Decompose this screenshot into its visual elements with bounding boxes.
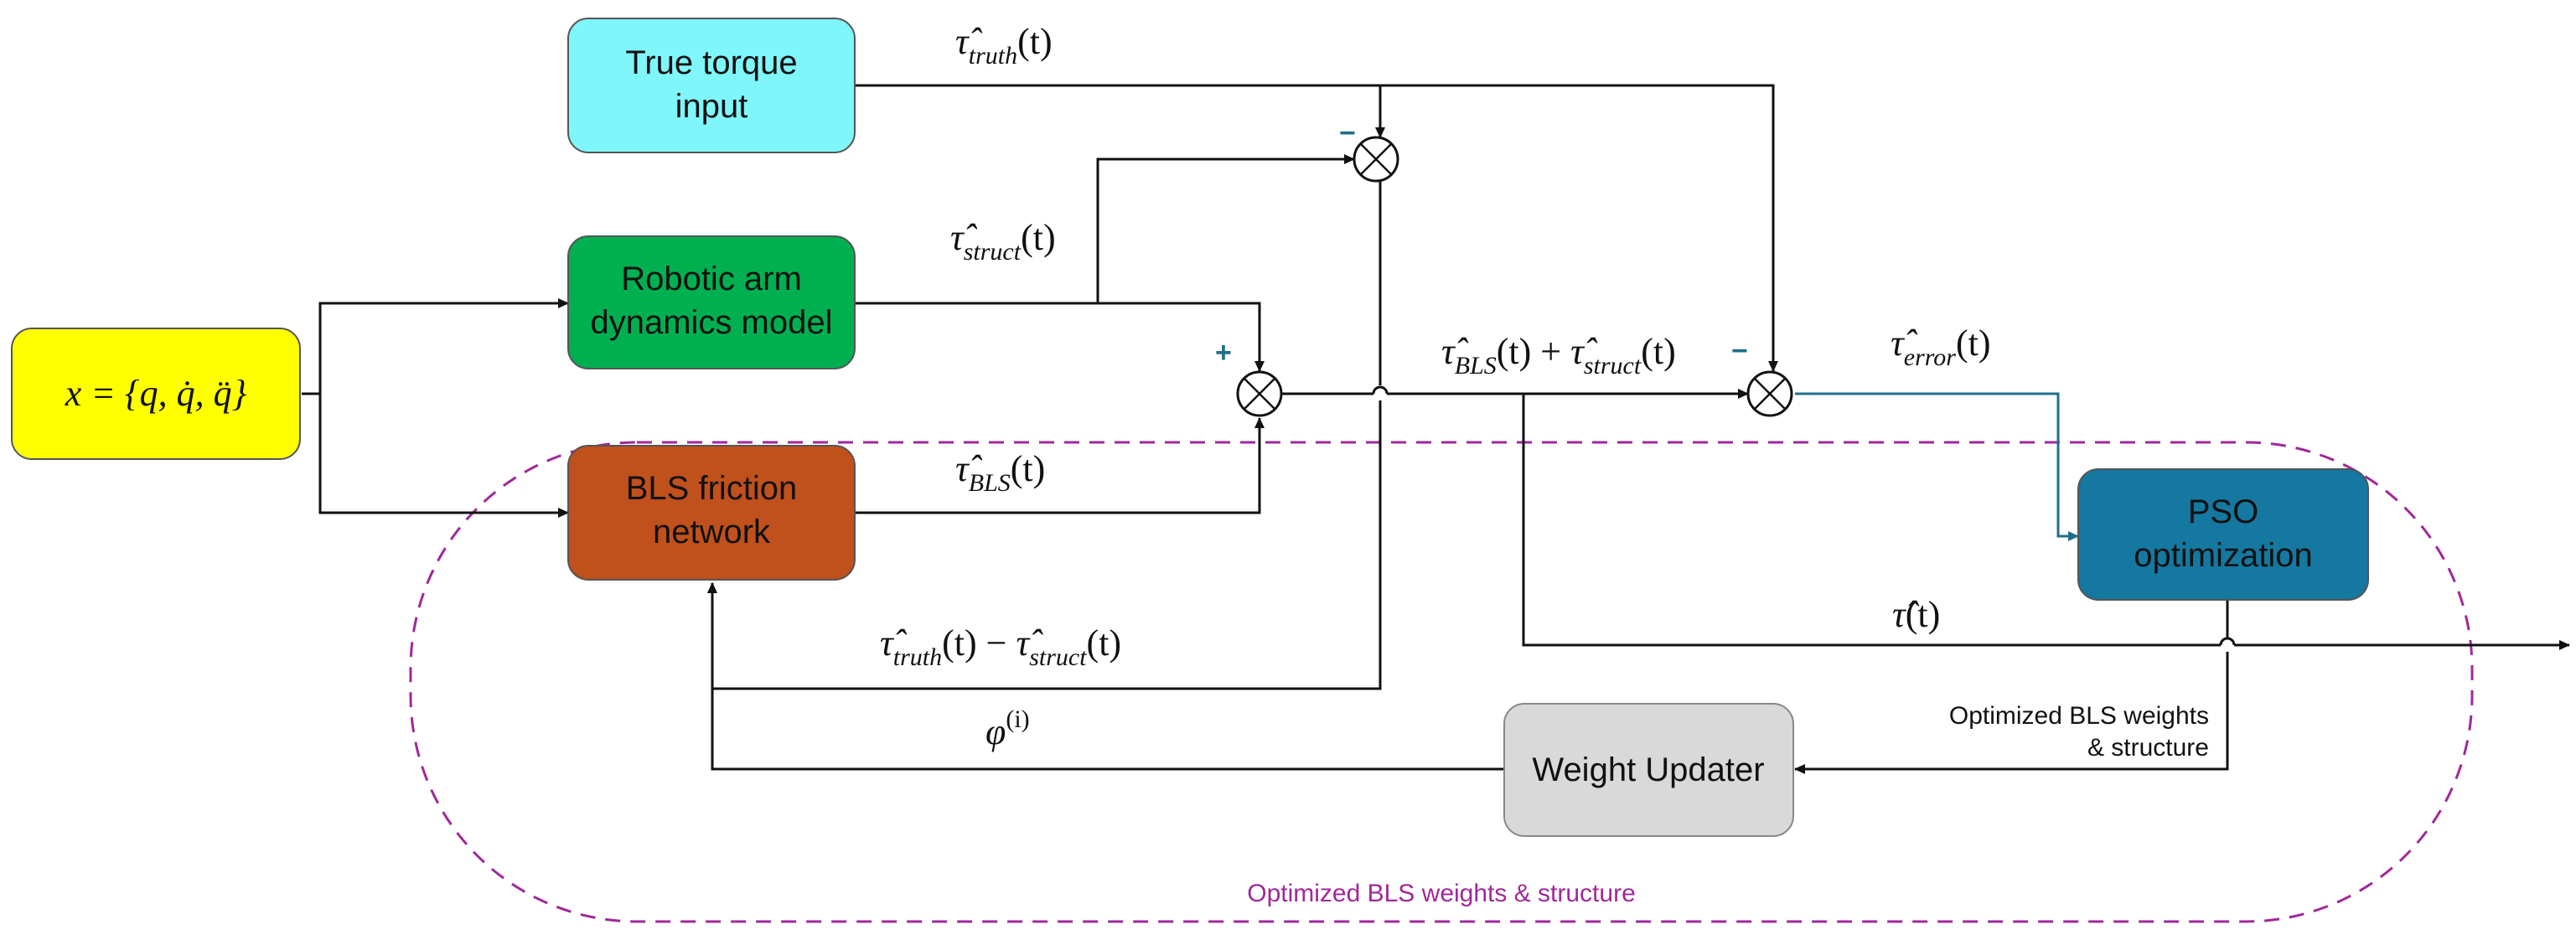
wire-struct-to-top-sum (1096, 154, 1355, 303)
wire-error-to-pso (1795, 392, 2079, 541)
tau-difference-label: τ̂truth(t) − τ̂struct(t) (880, 622, 1121, 671)
tau-struct-label: τ̂struct(t) (950, 217, 1056, 266)
svg-text:optimization: optimization (2134, 537, 2312, 574)
top-summing-junction (1353, 136, 1399, 183)
error-summing-junction (1746, 370, 1793, 417)
model-summing-junction (1236, 370, 1283, 417)
svg-text:network: network (653, 514, 771, 550)
tau-sum-label: τ̂BLS(t) + τ̂struct(t) (1441, 331, 1676, 380)
svg-text:PSO: PSO (2188, 493, 2258, 530)
phi-label: φ(i) (985, 705, 1030, 752)
true-torque-input-block: True torque input (567, 18, 856, 153)
pso-output-annotation-line1: Optimized BLS weights (1949, 702, 2209, 730)
svg-text:BLS friction: BLS friction (626, 470, 798, 507)
wire-input-to-dynamics (318, 298, 569, 513)
wire-pso-to-updater (1795, 600, 2229, 769)
wire-truth-to-error-sum (1380, 84, 1778, 372)
svg-text:x = {q, q̇, q̈}: x = {q, q̇, q̈} (65, 373, 247, 414)
tau-error-label: τ̂error(t) (1891, 323, 1991, 371)
dynamics-model-block: Robotic arm dynamics model (567, 235, 856, 369)
loop-boundary-label: Optimized BLS weights & structure (1247, 880, 1636, 907)
tau-bls-label: τ̂BLS(t) (955, 448, 1045, 497)
wire-struct-to-sum (1098, 302, 1265, 372)
tau-truth-label: τ̂truth(t) (955, 21, 1053, 70)
top-sum-minus-sign: − (1339, 117, 1356, 149)
wire-truth-to-top-sum (855, 84, 1385, 138)
wire-bls-to-sum (855, 417, 1265, 514)
error-sum-minus-sign: − (1731, 335, 1748, 367)
wire-updater-to-bls (707, 582, 1504, 771)
bls-friction-network-block: BLS friction network (567, 445, 856, 581)
input-state-block: x = {q, q̇, q̈} (11, 328, 301, 460)
tau-output-label: τ̂(t) (1892, 594, 1940, 635)
model-sum-plus-sign: + (1215, 337, 1232, 369)
svg-text:True torque: True torque (625, 44, 797, 81)
pso-optimization-block: PSO optimization (2077, 468, 2369, 601)
pso-output-annotation-line2: & structure (2087, 734, 2209, 762)
wire-crossing-hop (1372, 385, 1389, 395)
weight-updater-block: Weight Updater (1503, 703, 1794, 837)
wire-output-hop (2219, 637, 2236, 646)
svg-text:Robotic arm: Robotic arm (621, 261, 802, 297)
svg-text:dynamics model: dynamics model (590, 304, 832, 341)
wire-output-tap (1522, 394, 2221, 647)
svg-text:input: input (675, 88, 748, 125)
wire-input-to-bls (318, 394, 569, 518)
optimization-loop-boundary (409, 441, 2474, 923)
svg-text:Weight Updater: Weight Updater (1532, 751, 1764, 788)
